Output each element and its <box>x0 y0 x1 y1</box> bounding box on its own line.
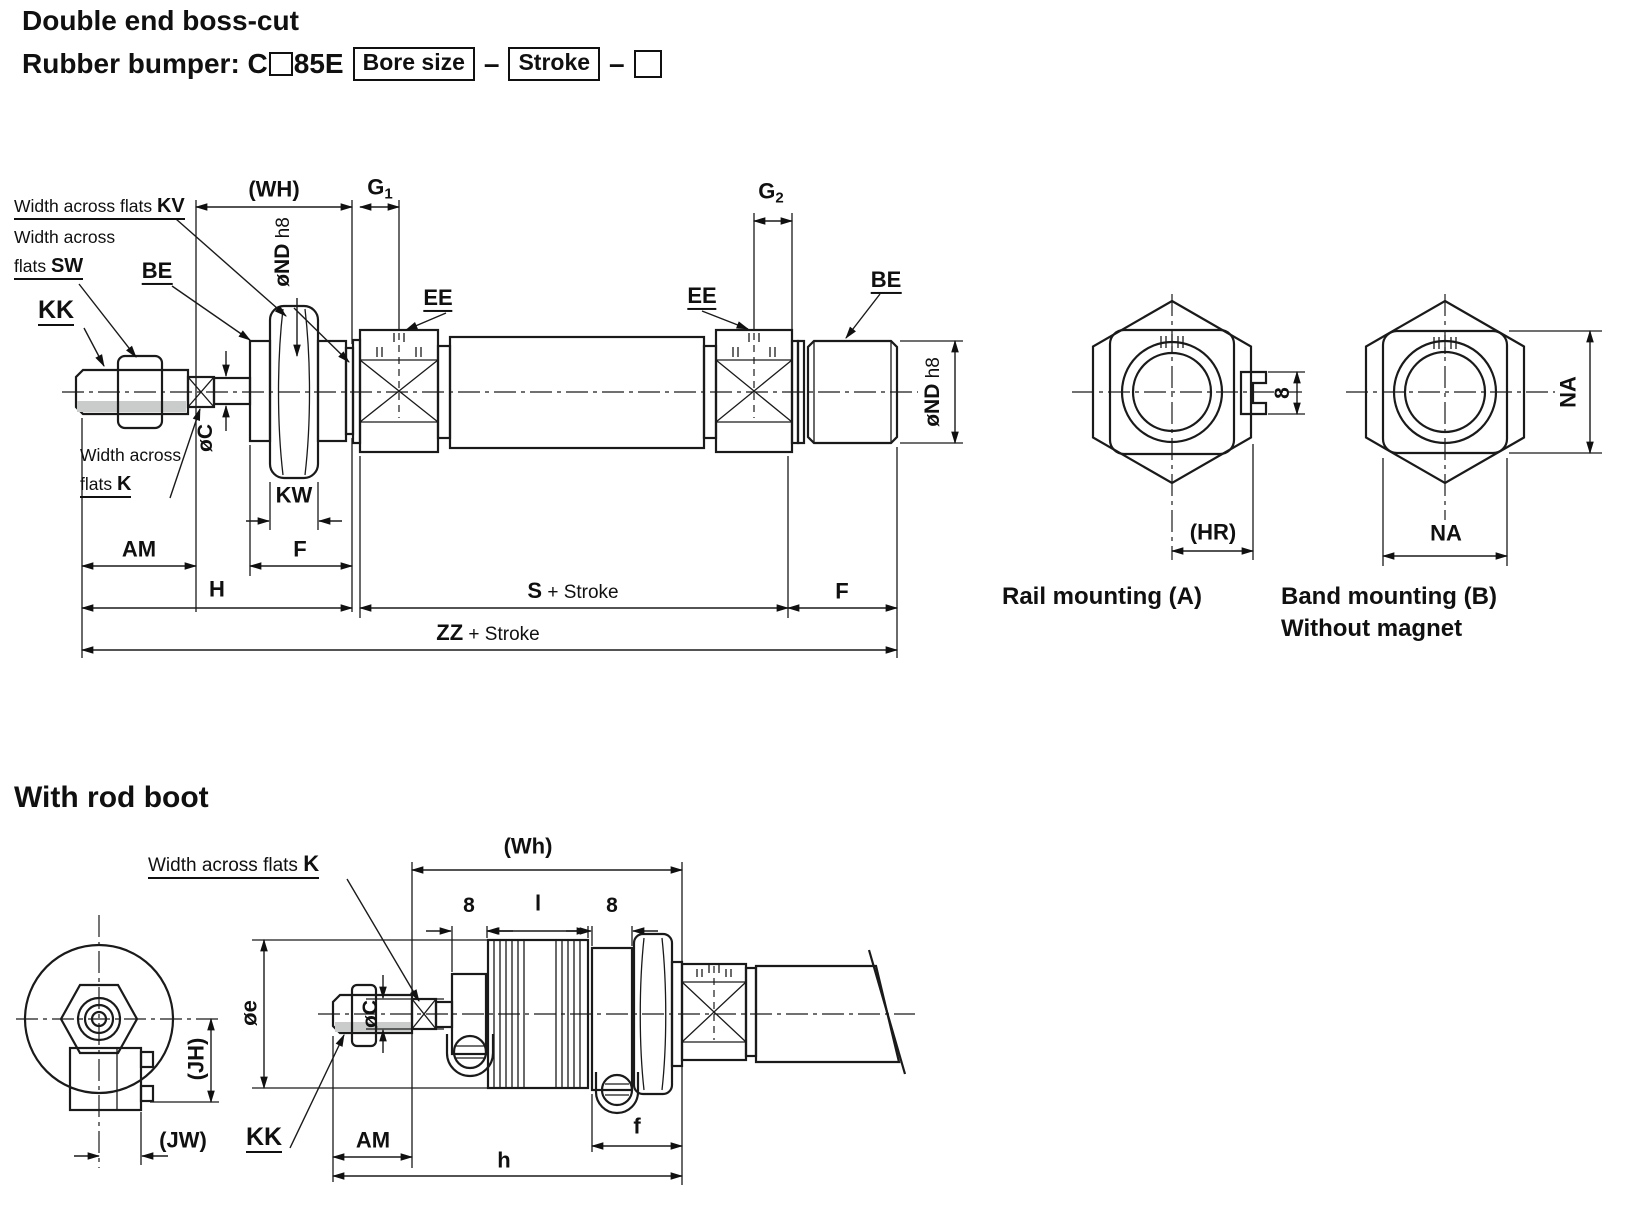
dim-kw-label: KW <box>275 482 313 508</box>
rail-dim-hr-label: (HR) <box>1189 519 1237 545</box>
page-title: Double end boss-cut <box>22 5 299 36</box>
band-dim-na-right-label: NA <box>1555 376 1581 408</box>
boot-dim-8-right-label: 8 <box>606 893 618 917</box>
boot-dim-8-left-label: 8 <box>463 893 475 917</box>
flats-k-label-line1: Width across <box>80 445 182 465</box>
boot-dim-f-label: f <box>633 1113 641 1139</box>
boot-dim-oe-label: øe <box>236 1000 262 1026</box>
thread-kk-label: KK <box>38 297 75 327</box>
bumper-be-right-label: BE <box>870 268 902 295</box>
flats-sw-label-line1: Width across <box>14 227 116 247</box>
separator-dash: – <box>609 48 625 79</box>
band-mounting-caption: Band mounting (B) <box>1281 583 1497 610</box>
separator-dash: – <box>483 48 500 79</box>
flats-kv-label: Width across flats KV <box>14 196 185 220</box>
boot-dim-h-label: h <box>497 1147 511 1173</box>
dim-oc-label: øC <box>193 424 217 452</box>
dim-h-label: H <box>209 576 225 602</box>
model-designation: Rubber bumper: C 85E Bore size – Stroke – <box>22 47 662 81</box>
dim-ond-left-label: øND h8 <box>270 217 294 287</box>
dim-f-right-label: F <box>835 578 849 604</box>
rail-dim-8-label: 8 <box>1270 387 1294 399</box>
suffix-placeholder-box <box>633 50 662 78</box>
port-ee-left-label: EE <box>423 286 453 313</box>
dim-wh-label: (WH) <box>248 176 300 202</box>
dim-ond-right-label: øND h8 <box>920 357 944 427</box>
main-side-view <box>62 200 963 658</box>
subtitle-model: 85E <box>293 48 344 79</box>
rail-mounting-caption: Rail mounting (A) <box>1002 583 1202 610</box>
rod-boot-view <box>16 862 915 1185</box>
boot-dim-jw-label: (JW) <box>159 1127 207 1153</box>
boot-dim-am-label: AM <box>355 1127 391 1153</box>
dim-am-label: AM <box>121 536 157 562</box>
bumper-be-left-label: BE <box>141 259 173 286</box>
port-ee-right-label: EE <box>687 284 717 311</box>
boot-flats-k-label: Width across flats K <box>148 852 320 879</box>
band-mounting-caption-2: Without magnet <box>1281 615 1463 642</box>
dim-g1-label: G1 <box>367 174 393 203</box>
boot-kk-label: KK <box>246 1124 283 1154</box>
dim-f-left-label: F <box>293 536 307 562</box>
flats-k-label-line2: flats K <box>80 474 132 498</box>
bore-size-box: Bore size <box>352 47 475 81</box>
stroke-box: Stroke <box>508 47 601 81</box>
flats-sw-label-line2: flats SW <box>14 256 84 280</box>
band-mounting-view <box>1346 294 1602 566</box>
series-placeholder-box <box>268 52 293 76</box>
band-dim-na-bottom-label: NA <box>1430 520 1462 546</box>
boot-dim-jh-label: (JH) <box>183 1037 209 1081</box>
dim-zz-stroke-label: ZZ + Stroke <box>436 620 540 646</box>
rail-mounting-view <box>1072 294 1305 560</box>
boot-dim-wh-label: (Wh) <box>503 833 553 859</box>
rod-boot-heading: With rod boot <box>14 781 209 814</box>
boot-dim-l-label: l <box>534 890 542 916</box>
subtitle-prefix: Rubber bumper: C <box>22 48 268 79</box>
dim-s-stroke-label: S + Stroke <box>527 578 619 604</box>
boot-dim-oc-label: øC <box>358 1000 382 1028</box>
dim-g2-label: G2 <box>758 178 784 207</box>
